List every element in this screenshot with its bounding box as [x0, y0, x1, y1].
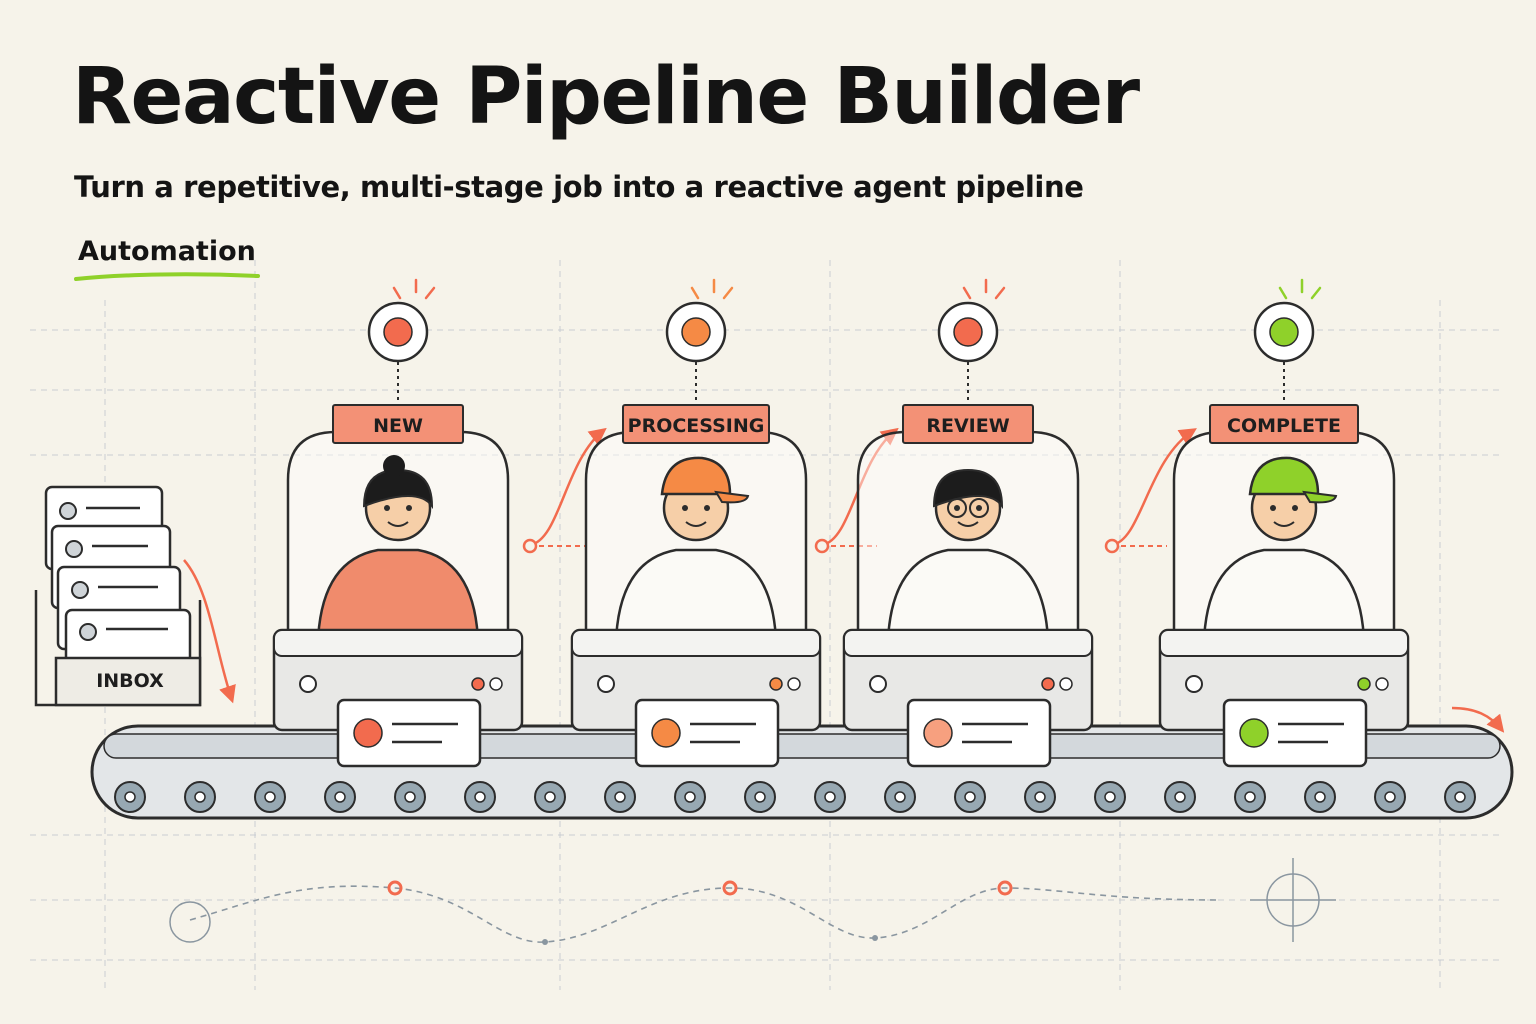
worker-processing [614, 456, 778, 642]
belt-roller [1024, 781, 1056, 813]
status-light-icon [367, 278, 436, 363]
belt-roller [744, 781, 776, 813]
stage-arrows [522, 427, 1505, 733]
belt-roller [254, 781, 286, 813]
stage-label-new: NEW [332, 404, 464, 444]
belt-roller [1164, 781, 1196, 813]
stage-review [842, 278, 1094, 768]
belt-roller [674, 781, 706, 813]
task-card-processing [634, 698, 780, 768]
belt-roller [1444, 781, 1476, 813]
belt-roller [1304, 781, 1336, 813]
task-card-complete [1222, 698, 1368, 768]
stage-label-processing: PROCESSING [622, 404, 770, 444]
task-card-review [906, 698, 1052, 768]
stage-complete [1158, 278, 1410, 768]
inbox-label: INBOX [96, 670, 164, 692]
belt-roller [884, 781, 916, 813]
stage-label-complete: COMPLETE [1209, 404, 1359, 444]
belt-roller [1234, 781, 1266, 813]
page-title: Reactive Pipeline Builder [72, 52, 1140, 142]
status-light-icon [937, 278, 1006, 363]
belt-roller [1374, 781, 1406, 813]
stage-processing [570, 278, 822, 768]
signal-wave [169, 858, 1336, 945]
tag-underline-icon [74, 272, 260, 281]
belt-roller [534, 781, 566, 813]
status-light-icon [1253, 278, 1322, 363]
belt-roller [324, 781, 356, 813]
belt-roller [814, 781, 846, 813]
category-tag: Automation [78, 236, 256, 267]
page-subtitle: Turn a repetitive, multi-stage job into … [74, 170, 1084, 204]
belt-roller [1094, 781, 1126, 813]
belt-roller [604, 781, 636, 813]
belt-roller [954, 781, 986, 813]
task-card-new [336, 698, 482, 768]
worker-complete [1202, 456, 1366, 642]
worker-review [886, 468, 1050, 642]
stage-label-review: REVIEW [902, 404, 1034, 444]
inbox-tray [34, 485, 236, 707]
belt-roller [114, 781, 146, 813]
stage-new [272, 278, 524, 768]
worker-new [316, 455, 480, 642]
belt-roller [394, 781, 426, 813]
status-light-icon [665, 278, 734, 363]
belt-roller [464, 781, 496, 813]
belt-roller [184, 781, 216, 813]
